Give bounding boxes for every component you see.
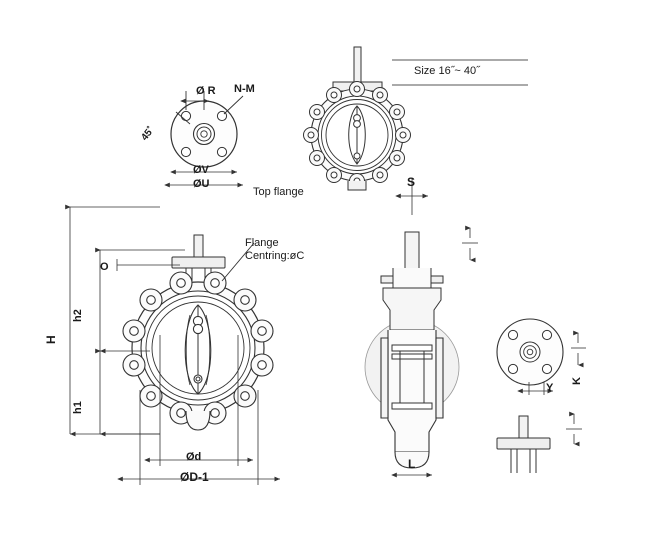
tcv-bottom-boss: [347, 181, 367, 191]
top-flange-dimension-r: [180, 91, 209, 110]
label-diameter-d1: ØD-1: [180, 470, 209, 484]
label-height-h1: h1: [72, 401, 84, 414]
sv-dimension-right-tick: [462, 225, 478, 263]
side-flange-dimension-y: [517, 382, 553, 395]
label-height-h2: h2: [72, 309, 84, 322]
top-flange-plan-view: [164, 91, 244, 188]
fev-dimension-d1: [117, 390, 280, 485]
caption-top-flange: Top flange: [253, 186, 304, 198]
fev-lugs: [122, 271, 274, 425]
label-bolt-spec-nm: N-M: [234, 83, 255, 95]
sv-dimension-s: [395, 178, 428, 215]
bottom-flange-side-view: [496, 411, 582, 473]
note-box-text: Size 16˝~ 40˝: [414, 65, 480, 77]
label-diameter-d: Ød: [186, 451, 202, 463]
label-diameter-u: ØU: [193, 178, 210, 190]
fev-dimension-h2-h1: [95, 247, 185, 437]
sv-disc-section: [391, 344, 433, 410]
fev-leader-flange-centring: [221, 242, 255, 282]
fev-dimension-o: [116, 259, 180, 271]
label-dimension-y: Y: [546, 382, 554, 394]
label-dimension-l: L: [408, 457, 416, 471]
side-flange-dimension-k: [571, 330, 586, 368]
label-height-total-h: H: [44, 335, 58, 344]
front-elevation-view: [65, 204, 280, 485]
fev-dimension-d: [144, 335, 253, 466]
tcv-disc: [348, 105, 366, 165]
label-dimension-s: S: [407, 175, 416, 189]
top-flange-leader-nm: [223, 95, 244, 115]
fev-bottom-boss: [185, 410, 211, 431]
section-view: [364, 178, 478, 478]
label-o: O: [100, 261, 109, 273]
side-flange-plan-view: [496, 318, 586, 395]
label-flange-centring-line2: Centring:øC: [245, 250, 305, 262]
bfsv-dimension-tick: [566, 411, 582, 447]
label-dimension-k: K: [571, 377, 583, 385]
sv-bonnet: [382, 287, 442, 331]
label-diameter-r: Ø R: [196, 85, 216, 97]
label-diameter-v: ØV: [193, 164, 209, 176]
top-flange-leader-45: [175, 111, 191, 125]
fev-disc: [184, 304, 212, 395]
label-flange-centring-line1: Flange: [245, 237, 279, 249]
note-box-rules: [392, 59, 528, 86]
top-center-valve-view: [303, 46, 411, 191]
